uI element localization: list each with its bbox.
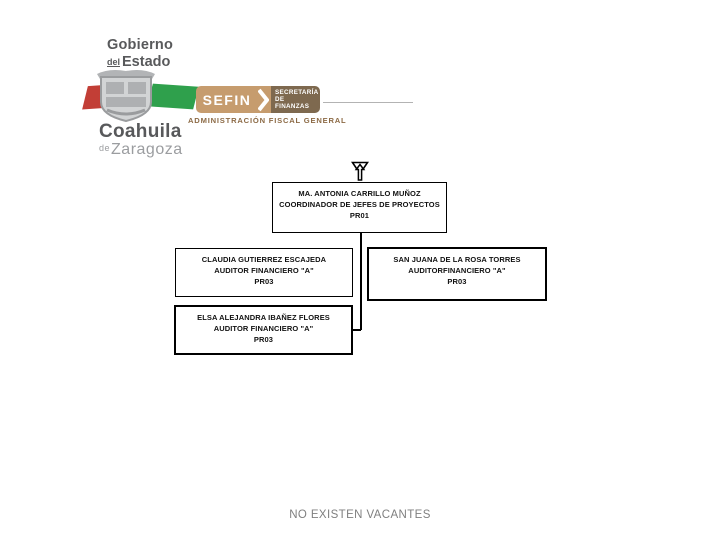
coahuila-coat-of-arms [95,66,157,129]
person-title: AUDITOR FINANCIERO "A" [213,324,314,333]
sefin-banner-left: SEFIN [196,86,258,113]
connector-vertical [360,233,362,330]
chevron-right-icon [258,86,271,113]
person-code: PR03 [254,277,274,286]
org-node-coordinador: MA. ANTONIA CARRILLO MUÑOZ COORDINADOR D… [272,182,447,233]
del-word: del [107,56,121,67]
person-code: PR03 [447,277,467,286]
person-title: AUDITORFINANCIERO "A" [408,266,506,275]
no-vacancies-note: NO EXISTEN VACANTES [289,509,431,521]
org-node-auditor-1: CLAUDIA GUTIERREZ ESCAJEDA AUDITOR FINAN… [175,248,353,297]
person-title: AUDITOR FINANCIERO "A" [214,266,314,275]
person-name: MA. ANTONIA CARRILLO MUÑOZ [298,189,421,198]
zaragoza-word: deZaragoza [99,141,183,158]
person-name: ELSA ALEJANDRA IBAÑEZ FLORES [197,313,330,322]
gobierno-word: Gobierno [107,37,174,53]
person-title: COORDINADOR DE JEFES DE PROYECTOS [279,200,440,209]
administracion-fiscal-general-label: ADMINISTRACIÓN FISCAL GENERAL [188,116,347,125]
person-code: PR01 [349,211,370,220]
org-node-auditor-3: ELSA ALEJANDRA IBAÑEZ FLORES AUDITOR FIN… [174,305,353,355]
up-arrow-link-icon[interactable] [351,161,369,182]
sefin-banner: SEFIN SECRETARÍA DE FINANZAS [196,86,320,113]
person-name: CLAUDIA GUTIERREZ ESCAJEDA [201,255,327,264]
header-rule [323,102,413,103]
org-node-auditor-2: SAN JUANA DE LA ROSA TORRES AUDITORFINAN… [367,247,547,301]
connector-elbow [353,329,361,331]
person-code: PR03 [253,335,274,344]
person-name: SAN JUANA DE LA ROSA TORRES [393,255,521,264]
coahuila-word: Coahuila [99,121,182,142]
secretaria-de-finanzas-label: SECRETARÍA DE FINANZAS [271,86,320,113]
sefin-acronym: SEFIN [202,91,252,108]
